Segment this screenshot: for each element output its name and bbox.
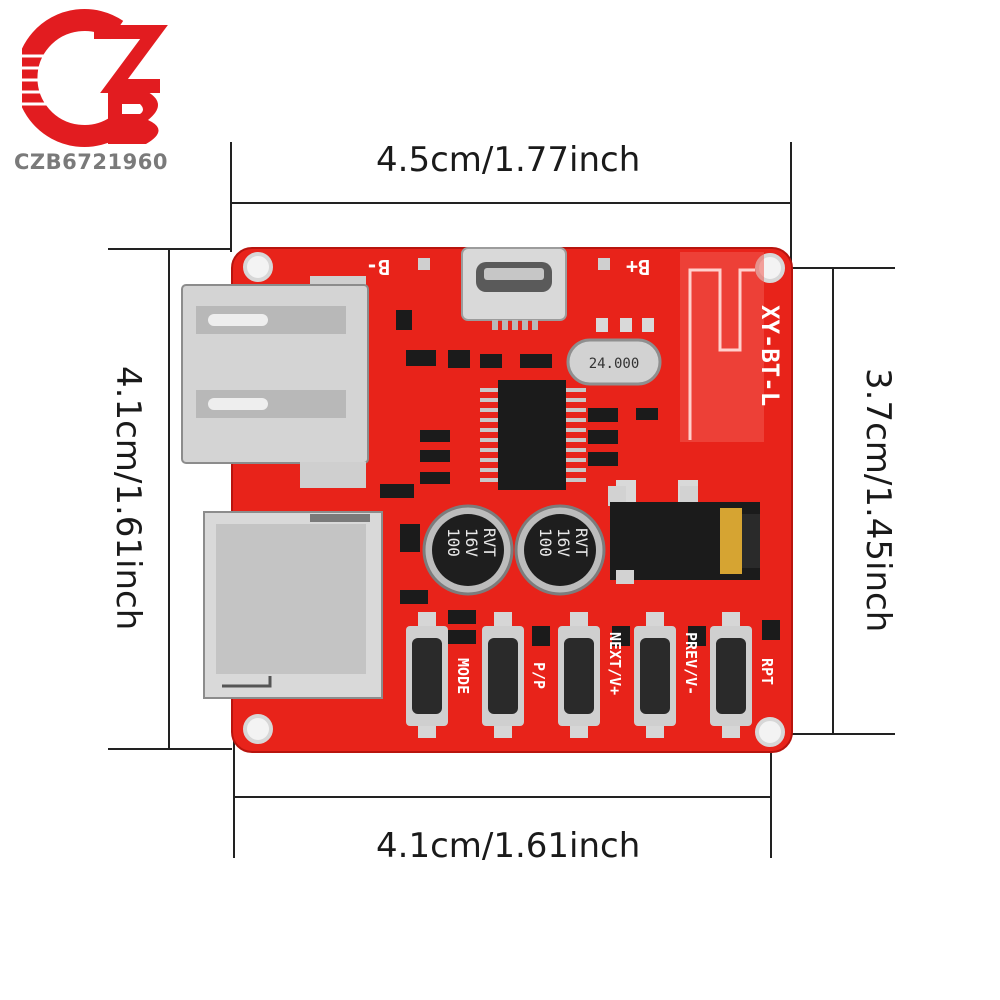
button-label-rpt: RPT bbox=[758, 658, 776, 685]
brand-name: CZB6721960 bbox=[14, 150, 168, 174]
smd-components bbox=[380, 310, 780, 646]
cap-right-voltage: 16V bbox=[554, 528, 573, 557]
cap-right-series: RVT bbox=[572, 528, 591, 557]
bluetooth-antenna bbox=[680, 252, 764, 442]
cap-left-voltage: 16V bbox=[462, 528, 481, 557]
left-height-label: 4.1cm/1.61inch bbox=[108, 366, 148, 631]
audio-jack-3-5mm bbox=[608, 486, 760, 584]
capacitor-left: 100 16V RVT bbox=[422, 504, 514, 596]
main-ic-chip bbox=[480, 380, 586, 490]
capacitor-right: 100 16V RVT bbox=[514, 504, 606, 596]
tf-card-slot bbox=[203, 511, 383, 699]
right-height-label: 3.7cm/1.45inch bbox=[858, 368, 898, 633]
bottom-width-label: 4.1cm/1.61inch bbox=[376, 826, 641, 866]
czb-logo-icon bbox=[15, 9, 168, 147]
button-next-vol-up[interactable] bbox=[558, 612, 600, 738]
button-label-prev: PREV/V- bbox=[682, 632, 700, 695]
button-label-next: NEXT/V+ bbox=[606, 632, 624, 695]
b-plus-label: B+ bbox=[626, 255, 650, 279]
button-prev-vol-down[interactable] bbox=[634, 612, 676, 738]
button-label-mode: MODE bbox=[454, 658, 472, 694]
cap-left-value: 100 bbox=[444, 528, 463, 557]
button-label-pp: P/P bbox=[530, 662, 548, 689]
micro-usb-port bbox=[461, 247, 567, 330]
pcb-board: B- B+ XY-BT-L bbox=[181, 247, 793, 753]
crystal-oscillator: 24.000 bbox=[566, 338, 662, 386]
usb-a-port bbox=[181, 276, 369, 488]
button-repeat[interactable] bbox=[710, 612, 752, 738]
brand-logo bbox=[15, 8, 172, 148]
crystal-label: 24.000 bbox=[589, 356, 640, 372]
cap-left-series: RVT bbox=[480, 528, 499, 557]
button-mode[interactable] bbox=[406, 612, 448, 738]
button-play-pause[interactable] bbox=[482, 612, 524, 738]
b-minus-label: B- bbox=[366, 255, 390, 279]
top-width-label: 4.5cm/1.77inch bbox=[376, 140, 641, 180]
cap-right-value: 100 bbox=[536, 528, 555, 557]
model-label: XY-BT-L bbox=[756, 305, 784, 406]
